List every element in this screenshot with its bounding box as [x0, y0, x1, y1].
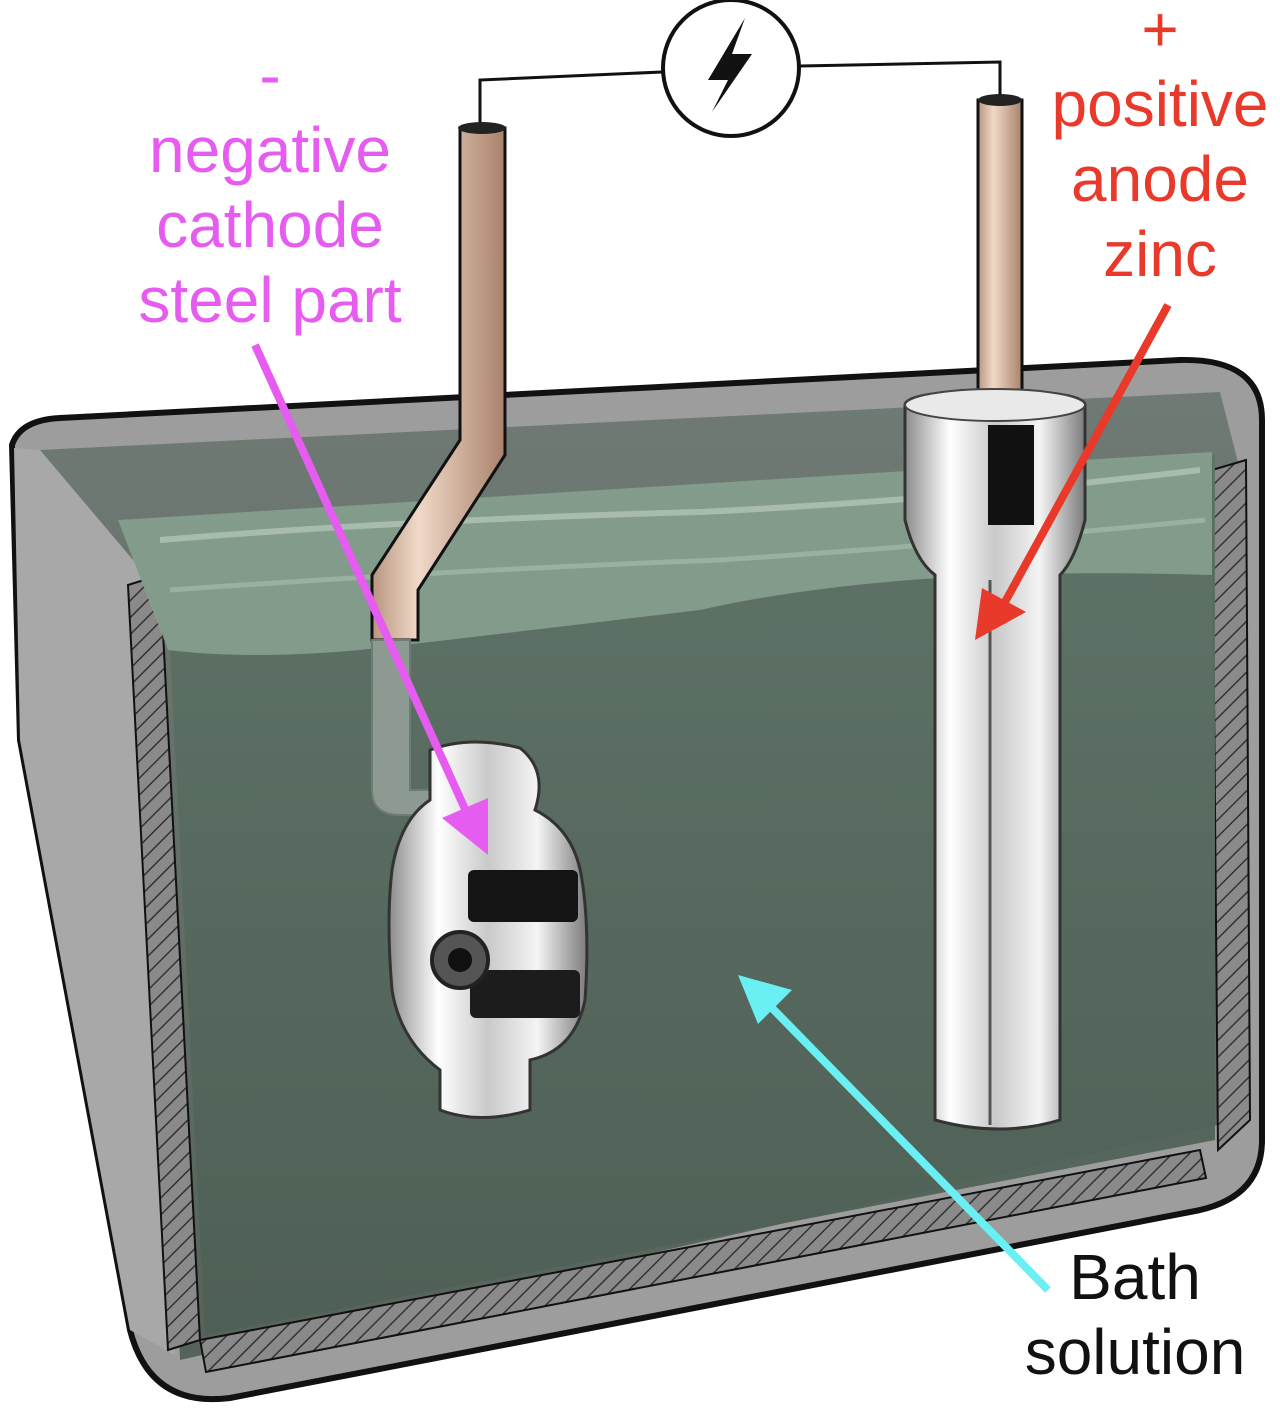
steel-part [387, 740, 589, 1119]
cathode-line-1: negative [149, 113, 391, 186]
anode-label: + positive anode zinc [1020, 0, 1280, 292]
anode-arrow [975, 303, 1172, 640]
anode-assembly [903, 94, 1087, 1131]
bath-arrow [738, 975, 1051, 1293]
bath-line-2: solution [1024, 1315, 1246, 1388]
bath-line-1: Bath [1069, 1241, 1201, 1313]
lightning-bolt-icon [708, 18, 752, 112]
anode-sign: + [1141, 0, 1179, 65]
cathode-sign: - [259, 39, 281, 111]
anode-line-3: zinc [1103, 217, 1217, 290]
cathode-line-2: cathode [156, 188, 384, 261]
circuit-wire [478, 60, 1002, 128]
power-source [661, 0, 801, 138]
cathode-rod [370, 126, 507, 642]
zinc-anode [903, 388, 1087, 1131]
cathode-label: - negative cathode steel part [95, 38, 445, 338]
cathode-assembly [370, 122, 589, 1119]
anode-line-1: positive [1051, 67, 1269, 140]
anode-rod [976, 98, 1024, 412]
cathode-line-3: steel part [138, 263, 402, 336]
bath-label: Bath solution [990, 1240, 1280, 1390]
cathode-arrow [251, 343, 488, 855]
anode-line-2: anode [1071, 142, 1249, 215]
